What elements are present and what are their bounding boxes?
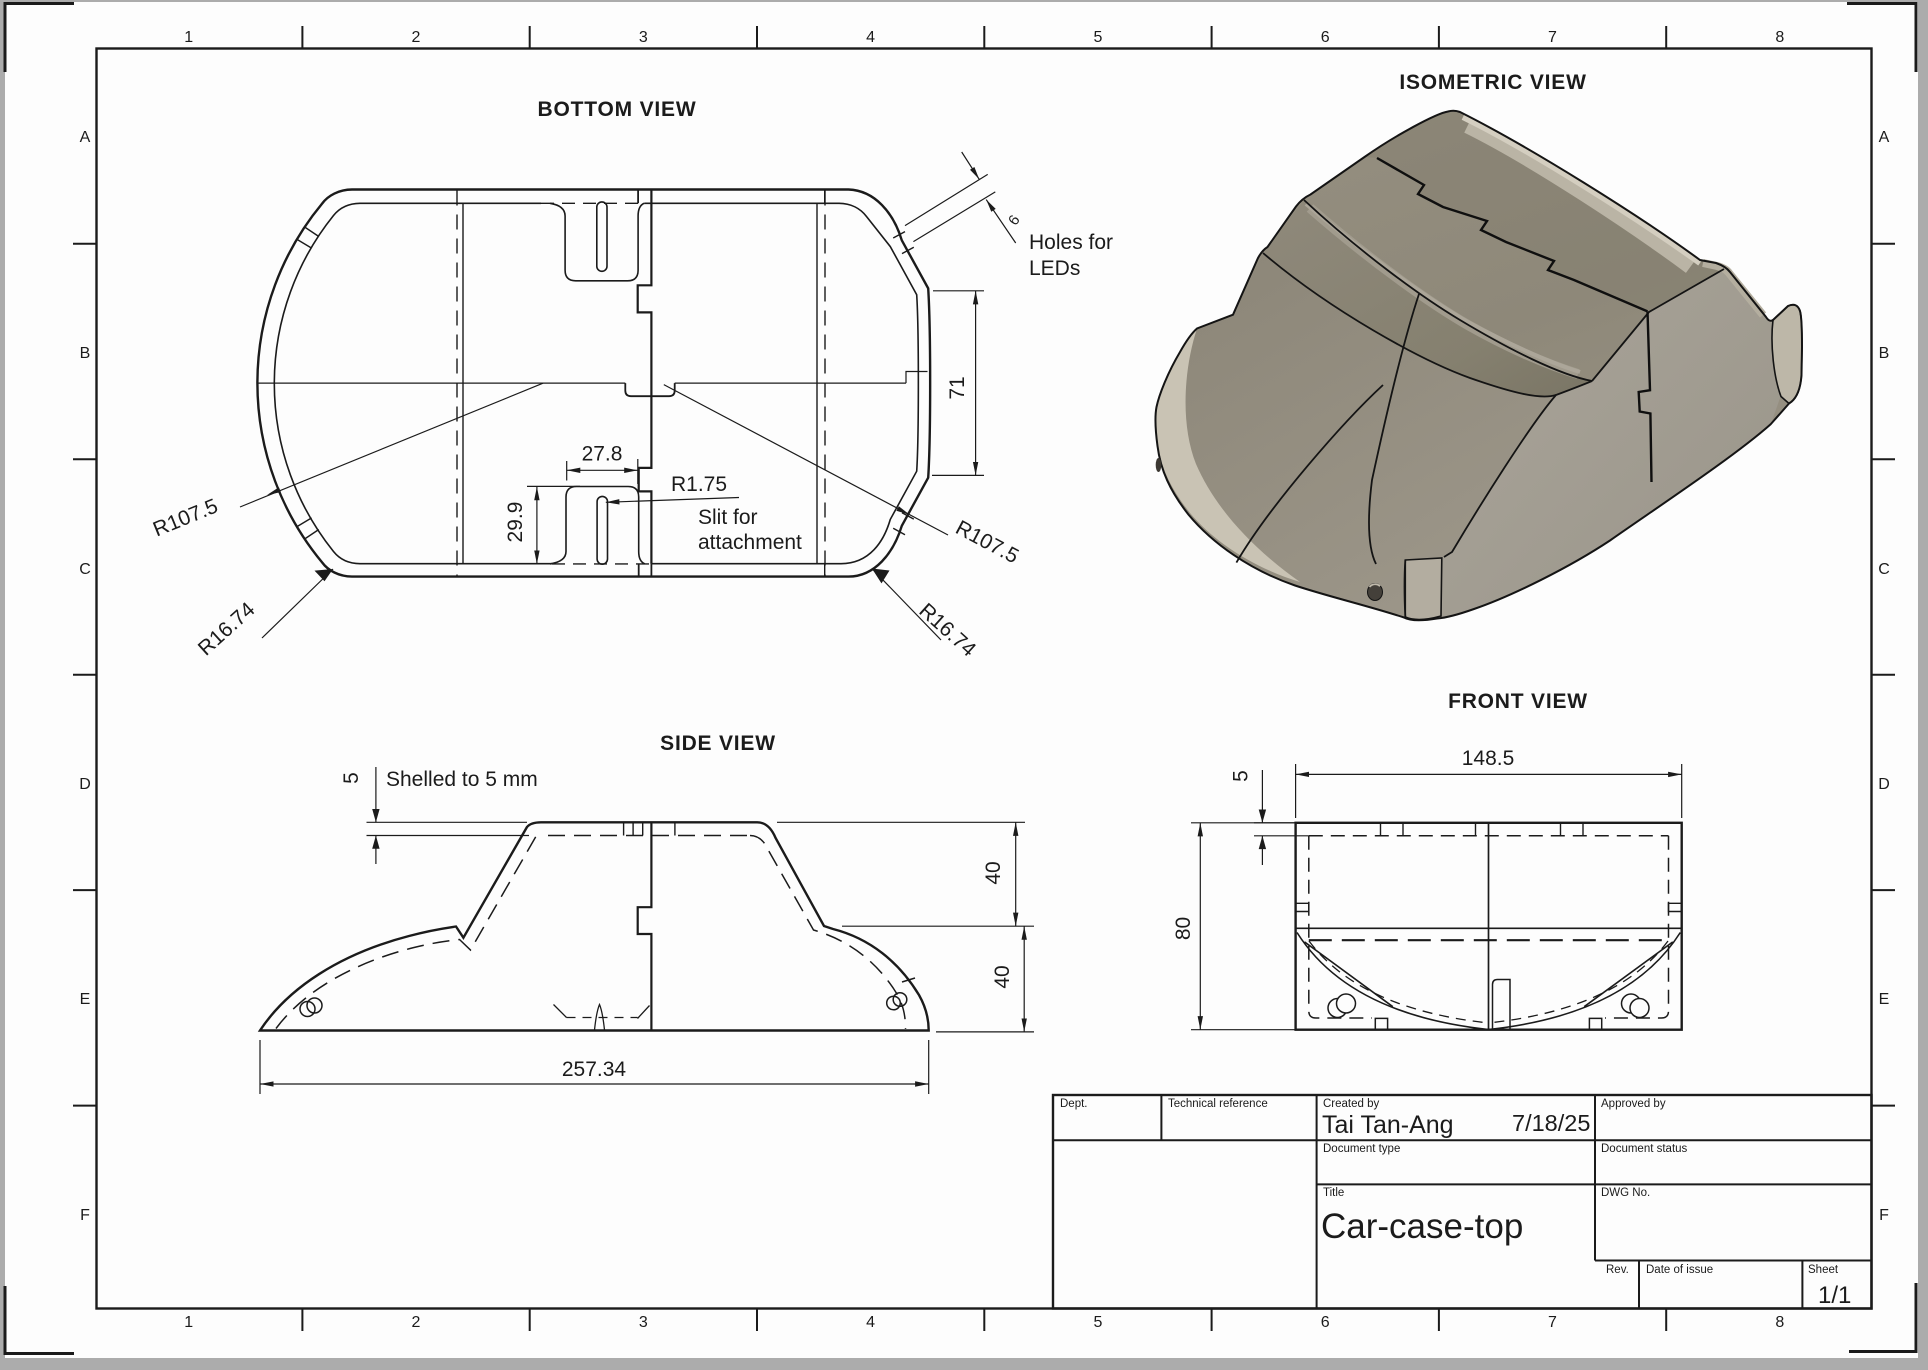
svg-text:8: 8	[1775, 29, 1784, 46]
svg-text:R1.75: R1.75	[671, 473, 727, 496]
svg-text:7: 7	[1548, 1314, 1557, 1331]
svg-text:71: 71	[946, 376, 969, 399]
svg-text:3: 3	[639, 29, 648, 46]
svg-text:B: B	[80, 345, 91, 362]
svg-text:Created by: Created by	[1323, 1098, 1380, 1110]
svg-text:Car-case-top: Car-case-top	[1321, 1207, 1523, 1246]
svg-text:5: 5	[340, 772, 363, 784]
svg-text:6: 6	[1321, 1314, 1330, 1331]
svg-text:SIDE VIEW: SIDE VIEW	[660, 732, 776, 755]
svg-text:FRONT VIEW: FRONT VIEW	[1448, 690, 1588, 713]
svg-text:Shelled to 5 mm: Shelled to 5 mm	[386, 768, 538, 791]
svg-text:Sheet: Sheet	[1808, 1264, 1839, 1276]
svg-text:Title: Title	[1323, 1187, 1344, 1199]
svg-text:1/1: 1/1	[1818, 1282, 1851, 1309]
svg-text:E: E	[1879, 991, 1890, 1008]
svg-text:Rev.: Rev.	[1606, 1264, 1629, 1276]
svg-text:A: A	[80, 129, 91, 146]
svg-text:5: 5	[1093, 29, 1102, 46]
svg-text:D: D	[1878, 776, 1890, 793]
svg-text:40: 40	[991, 965, 1014, 988]
svg-text:80: 80	[1172, 917, 1195, 940]
svg-text:DWG No.: DWG No.	[1601, 1187, 1650, 1199]
svg-text:Tai Tan-Ang: Tai Tan-Ang	[1322, 1111, 1454, 1139]
svg-text:5: 5	[1230, 770, 1253, 782]
svg-text:257.34: 257.34	[562, 1058, 627, 1081]
svg-text:1: 1	[184, 29, 193, 46]
svg-text:27.8: 27.8	[582, 443, 623, 466]
svg-text:7/18/25: 7/18/25	[1512, 1110, 1590, 1136]
svg-text:C: C	[1878, 561, 1890, 578]
svg-text:BOTTOM VIEW: BOTTOM VIEW	[538, 98, 697, 121]
svg-text:Approved by: Approved by	[1601, 1098, 1666, 1110]
svg-text:8: 8	[1775, 1314, 1784, 1331]
svg-text:5: 5	[1093, 1314, 1102, 1331]
svg-text:3: 3	[639, 1314, 648, 1331]
svg-text:B: B	[1879, 345, 1890, 362]
svg-text:2: 2	[412, 1314, 421, 1331]
svg-text:148.5: 148.5	[1462, 747, 1515, 770]
svg-text:Slit for: Slit for	[698, 506, 758, 529]
svg-text:7: 7	[1548, 29, 1557, 46]
svg-text:attachment: attachment	[698, 531, 802, 554]
svg-text:D: D	[79, 776, 91, 793]
svg-text:4: 4	[866, 1314, 875, 1331]
svg-text:Holes for: Holes for	[1029, 231, 1113, 254]
svg-text:6: 6	[1321, 29, 1330, 46]
svg-text:C: C	[79, 561, 91, 578]
svg-text:Technical reference: Technical reference	[1168, 1098, 1268, 1110]
svg-text:F: F	[1879, 1207, 1889, 1224]
svg-text:1: 1	[184, 1314, 193, 1331]
svg-text:Document type: Document type	[1323, 1143, 1400, 1155]
svg-text:F: F	[80, 1207, 90, 1224]
svg-text:A: A	[1879, 129, 1890, 146]
svg-text:ISOMETRIC VIEW: ISOMETRIC VIEW	[1399, 71, 1586, 94]
svg-text:Dept.: Dept.	[1060, 1098, 1088, 1110]
svg-text:LEDs: LEDs	[1029, 257, 1080, 280]
svg-text:2: 2	[412, 29, 421, 46]
svg-text:E: E	[80, 991, 91, 1008]
svg-text:29.9: 29.9	[504, 502, 527, 543]
svg-text:Document status: Document status	[1601, 1143, 1688, 1155]
svg-text:4: 4	[866, 29, 875, 46]
svg-text:40: 40	[982, 861, 1005, 884]
svg-text:Date of issue: Date of issue	[1646, 1264, 1713, 1276]
